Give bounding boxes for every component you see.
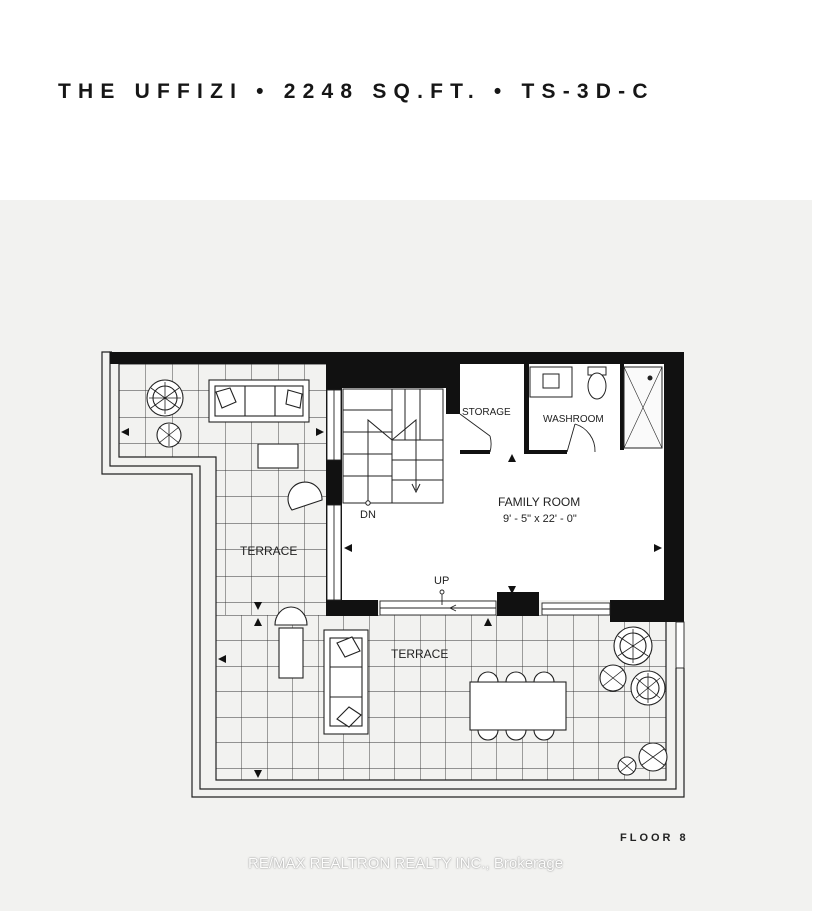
terrace-bottom-label: TERRACE <box>391 647 448 661</box>
staircase <box>342 388 444 506</box>
stair-up-label: UP <box>434 575 449 587</box>
sliding-doors <box>326 389 685 669</box>
terrace-left-label: TERRACE <box>240 544 297 558</box>
family-room-dims: 9' - 5" x 22' - 0" <box>503 513 577 525</box>
doors <box>459 413 596 453</box>
terrace-furniture-left <box>146 379 323 679</box>
terrace-furniture-bottom <box>323 626 668 776</box>
watermark: RE/MAX REALTRON REALTY INC., Brokerage <box>248 855 564 872</box>
page-margin <box>812 0 825 911</box>
interior-floor <box>342 364 664 600</box>
header-area <box>0 0 812 200</box>
storage-label: STORAGE <box>462 407 511 418</box>
floor-label: FLOOR 8 <box>620 832 689 844</box>
walls <box>110 352 684 622</box>
washroom-label: WASHROOM <box>543 414 604 425</box>
family-room-label: FAMILY ROOM <box>498 495 580 509</box>
page-title: THE UFFIZI • 2248 SQ.FT. • TS-3D-C <box>58 80 655 103</box>
stair-down-label: DN <box>360 509 376 521</box>
up-arrow <box>438 589 478 612</box>
washroom-fixtures <box>529 366 663 449</box>
dimension-arrows <box>121 428 662 778</box>
